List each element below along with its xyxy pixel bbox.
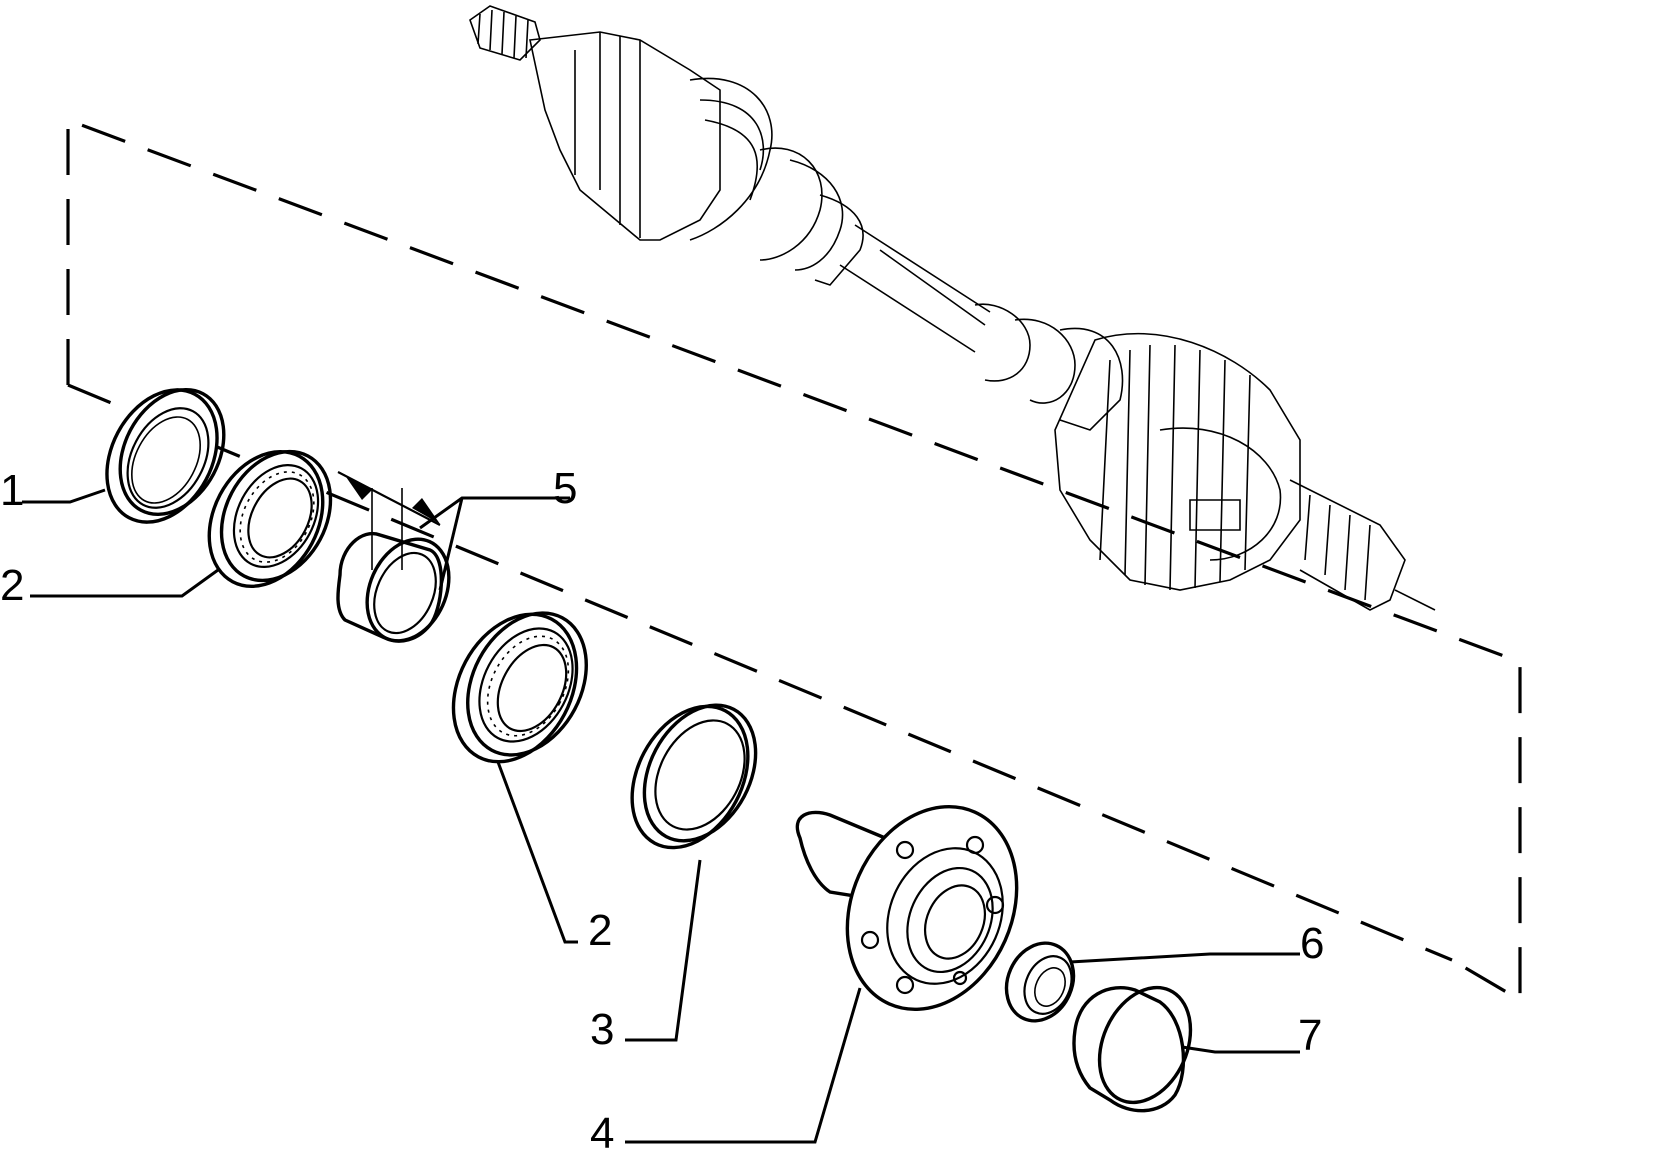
callout-4: 4 — [590, 1109, 614, 1149]
part-1-seal — [105, 387, 226, 524]
callout-1: 1 — [0, 466, 24, 515]
callout-7: 7 — [1298, 1011, 1322, 1060]
callout-3: 3 — [590, 1005, 614, 1054]
part-6-nut — [1004, 941, 1076, 1023]
part-7-cap — [1072, 985, 1193, 1113]
callout-5: 5 — [553, 464, 577, 513]
part-2-bearing-upper — [207, 449, 333, 588]
callout-2-upper: 2 — [0, 561, 24, 610]
callout-2-lower: 2 — [588, 906, 612, 955]
leader-lines — [22, 488, 1300, 1144]
callout-labels: 1 2 2 3 4 5 6 7 — [0, 464, 1324, 1149]
callout-6: 6 — [1300, 919, 1324, 968]
part-5-spacer — [336, 531, 451, 643]
part-4-hub — [795, 805, 1019, 1011]
part-3-seal — [630, 703, 758, 850]
part-5-dimension-arrows — [337, 471, 441, 526]
drive-shaft — [469, 5, 1436, 611]
part-2-bearing-lower — [451, 611, 588, 764]
